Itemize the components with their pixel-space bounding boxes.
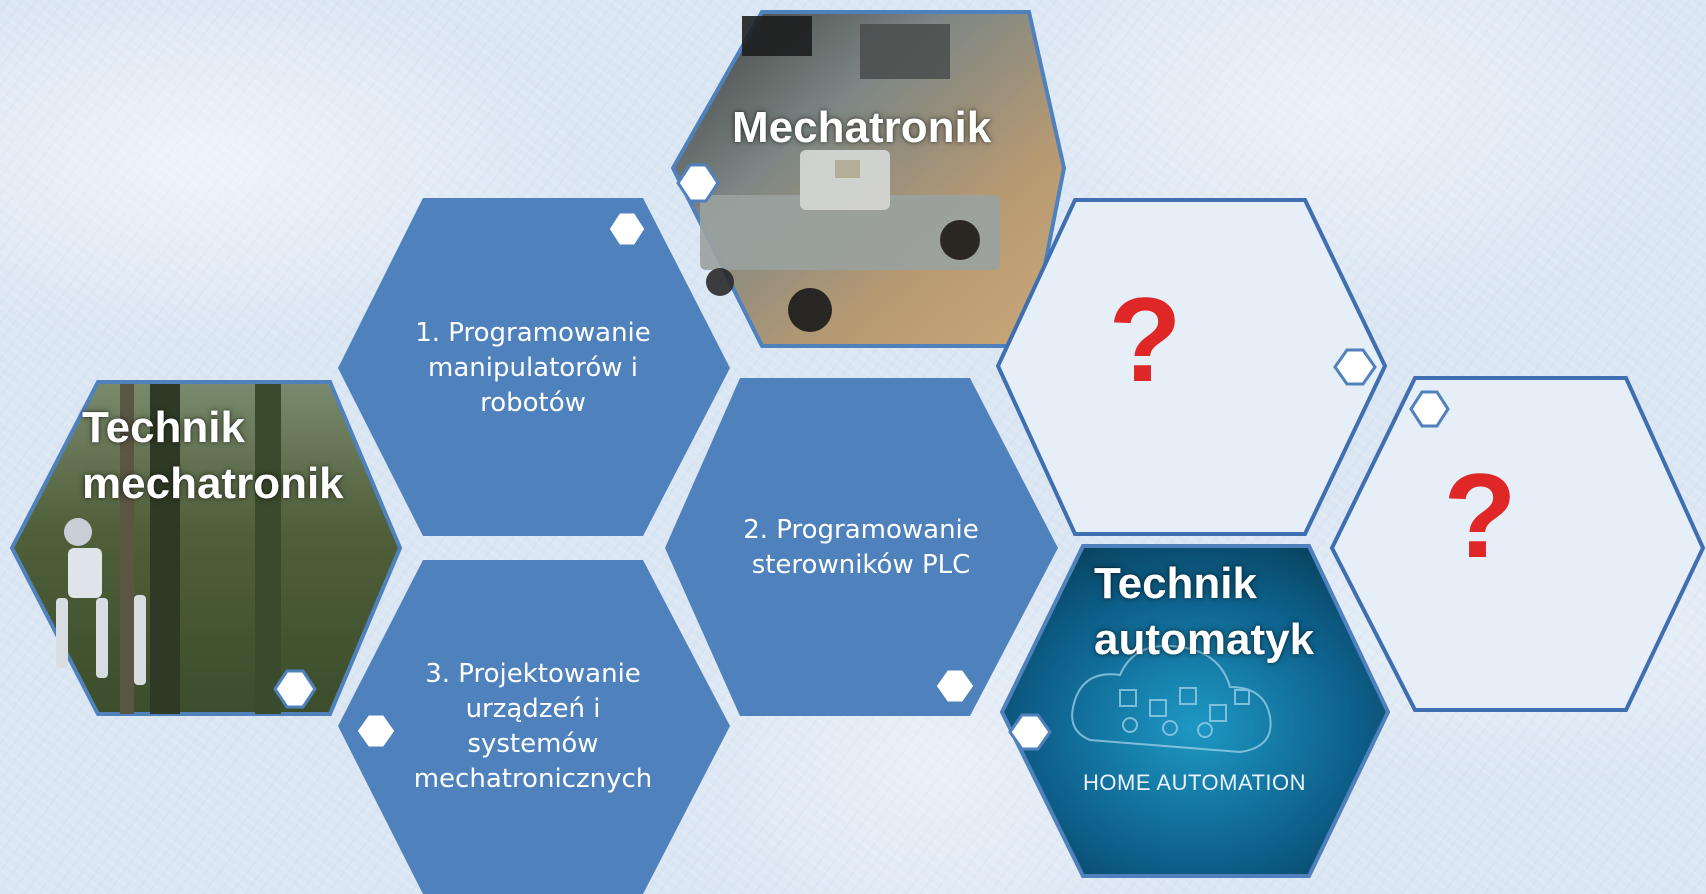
question-mark-2: ? — [1443, 449, 1517, 583]
hexagon-programowanie-manipulatorow — [338, 198, 730, 536]
hexagon-projektowanie — [338, 560, 730, 894]
connector-hexagon — [933, 667, 977, 705]
connector-hexagon — [1008, 713, 1052, 751]
hexagon-programowanie-plc — [665, 378, 1058, 716]
question-mark-1: ? — [1108, 273, 1182, 407]
connector-hexagon — [1333, 348, 1377, 386]
home-automation-caption: HOME AUTOMATION — [1083, 770, 1307, 795]
robot-image — [700, 16, 1000, 332]
technik-mechatronik-label-line1: Technik — [82, 403, 246, 452]
hexagon-unknown-1 — [995, 198, 1388, 536]
programowanie-manipulatorow-text: 1. Programowanie manipulatorów i robotów — [415, 317, 651, 418]
connector-hexagon — [354, 712, 398, 750]
mechatronik-label: Mechatronik — [732, 103, 992, 152]
technik-automatyk-label-line2: automatyk — [1094, 615, 1315, 664]
technik-mechatronik-photo-hexagon — [9, 380, 403, 716]
projektowanie-text: 3. Projektowanie urządzeń i systemów mec… — [413, 659, 653, 794]
programowanie-plc-text: 2. Programowanie sterowników PLC — [743, 515, 979, 580]
technik-automatyk-photo-hexagon — [999, 544, 1391, 878]
technik-mechatronik-label-line2: mechatronik — [82, 459, 344, 508]
hexagon-unknown-2 — [1329, 376, 1706, 712]
forest-robot-image — [56, 384, 281, 714]
technik-automatyk-label-line1: Technik — [1094, 559, 1258, 608]
connector-hexagon — [1409, 390, 1450, 428]
connector-hexagon — [273, 669, 317, 709]
connector-hexagons — [273, 163, 1450, 751]
connector-hexagon — [676, 163, 720, 203]
mechatronik-photo-hexagon — [670, 10, 1067, 348]
connector-hexagon — [606, 210, 648, 248]
home-automation-icons — [1071, 644, 1272, 754]
